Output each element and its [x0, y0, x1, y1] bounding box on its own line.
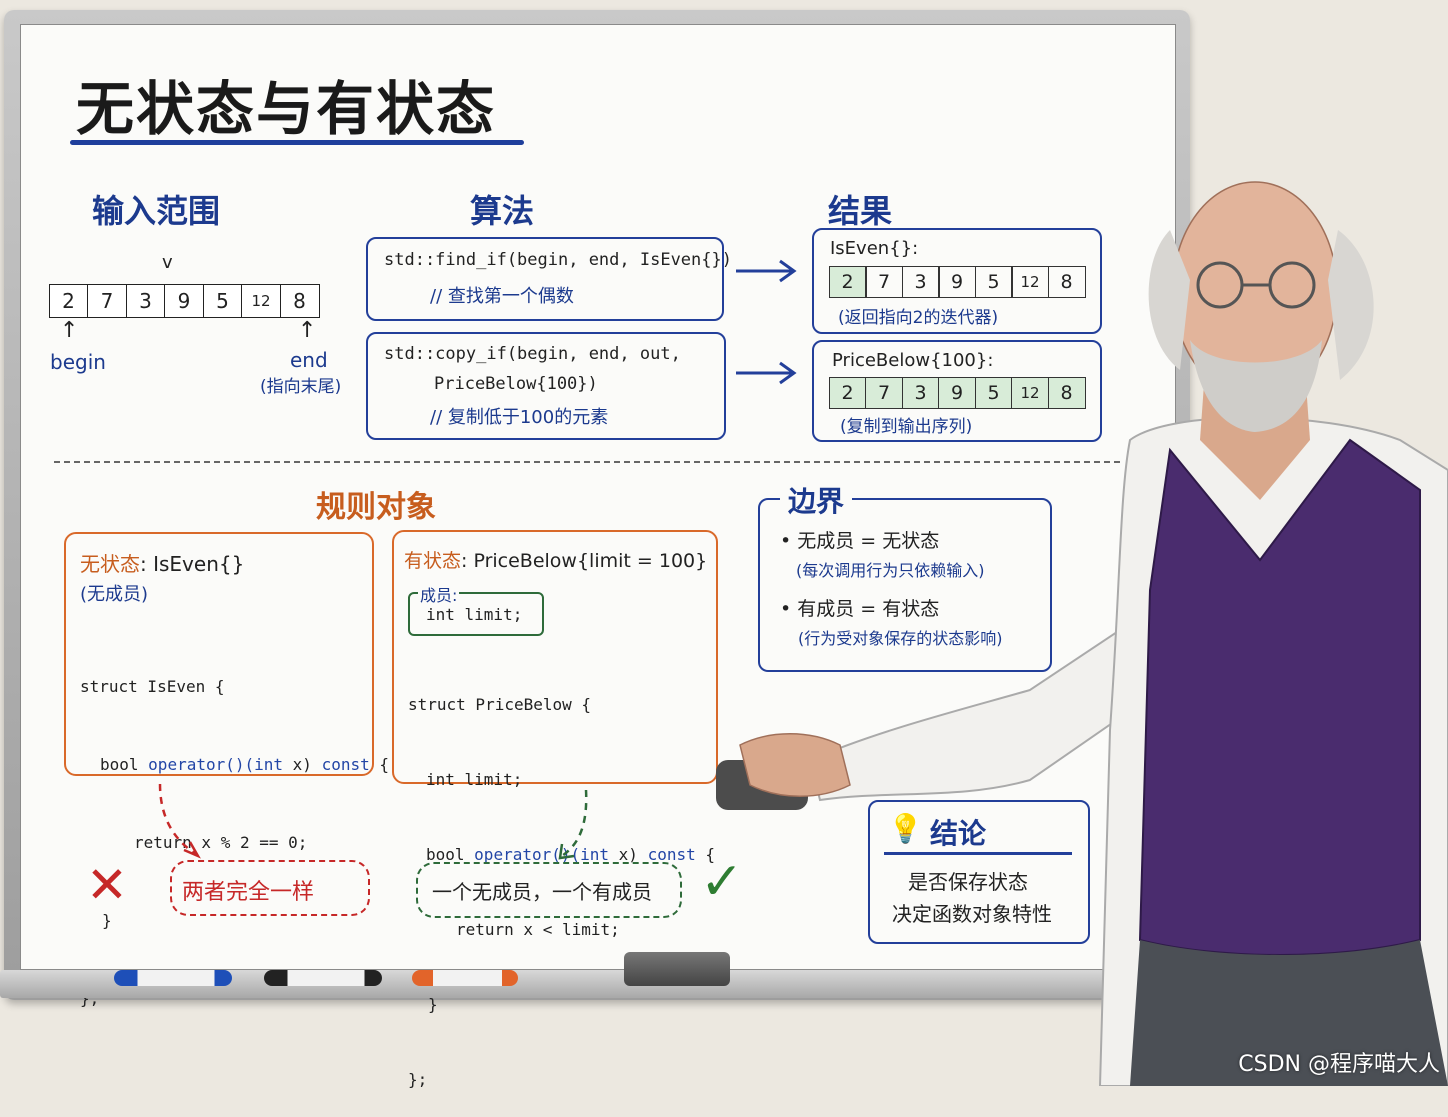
input-cell: 9: [164, 284, 204, 318]
copy-if-comment: // 复制低于100的元素: [430, 407, 609, 428]
teacher-illustration: [716, 181, 1448, 1086]
right-verdict-text: 一个无成员，一个有成员: [432, 880, 652, 904]
page-title: 无状态与有状态: [76, 75, 497, 143]
result-cell: 3: [901, 266, 940, 298]
result-cell: 9: [938, 266, 976, 298]
iseven-result-vector: 2 7 3 9 5 12 8: [828, 266, 1086, 298]
wrong-verdict-box: [170, 860, 370, 916]
code-line: bool operator()(int x) const {: [100, 755, 389, 774]
input-cell: 12: [241, 284, 281, 318]
find-if-comment: // 查找第一个偶数: [430, 286, 574, 307]
stateful-code: struct PriceBelow { int limit; bool oper…: [408, 642, 715, 1117]
end-note: (指向末尾): [260, 377, 342, 397]
stateful-heading: 有状态: PriceBelow{limit = 100}: [404, 546, 707, 573]
find-if-box: [366, 237, 724, 321]
arrow-wrong-down: [158, 784, 201, 859]
code-line: return x % 2 == 0;: [134, 833, 308, 852]
blue-marker[interactable]: [114, 970, 232, 986]
code-line: bool operator()(int x) const {: [426, 845, 715, 864]
member-code: int limit;: [426, 605, 523, 624]
vector-label: v: [162, 252, 173, 273]
code-line: }: [428, 995, 438, 1014]
eraser-on-tray[interactable]: [624, 952, 730, 986]
result-cell: 8: [1047, 266, 1086, 298]
lightbulb-icon: 💡: [888, 812, 923, 845]
iseven-result-label: IsEven{}:: [830, 238, 919, 259]
begin-label: begin: [50, 350, 106, 374]
boundary-item-1: • 无成员 = 无状态: [780, 530, 940, 552]
input-vector: 2 7 3 9 5 12 8: [48, 284, 320, 318]
cross-icon: ✕: [86, 856, 128, 914]
section-rules-heading: 规则对象: [316, 490, 436, 525]
result-cell: 7: [865, 377, 903, 409]
boundary-item-2: • 有成员 = 有状态: [780, 598, 940, 620]
conclusion-line-2: 决定函数对象特性: [892, 902, 1052, 926]
stateful-box: [392, 530, 718, 784]
conclusion-underline: [884, 852, 1072, 855]
stateful-heading-key: 有状态: [404, 550, 462, 572]
begin-arrow-icon: ↑: [60, 318, 79, 343]
stateless-heading-key: 无状态: [80, 552, 140, 576]
pricebelow-result-box: [812, 340, 1102, 442]
iseven-result-box: [812, 228, 1102, 334]
stateful-heading-value: : PriceBelow{limit = 100}: [461, 550, 708, 572]
code-line: struct IsEven {: [80, 677, 225, 696]
boundary-box: [758, 498, 1052, 672]
arrow-to-result-1: [736, 259, 797, 283]
code-line: }: [102, 911, 112, 930]
section-algorithm-heading: 算法: [470, 192, 535, 230]
result-cell: 12: [1011, 266, 1049, 298]
section-input-heading: 输入范围: [92, 192, 221, 230]
title-underline: [70, 140, 524, 145]
result-cell: 12: [1011, 377, 1049, 409]
boundary-item-1-note: (每次调用行为只依赖输入): [796, 561, 985, 580]
code-line: struct PriceBelow {: [408, 695, 592, 714]
stateless-heading: 无状态: IsEven{}: [80, 548, 244, 577]
right-verdict-box: [416, 862, 682, 918]
pricebelow-result-note: (复制到输出序列): [840, 417, 973, 437]
member-label: 成员:: [418, 582, 460, 606]
copy-if-box: [366, 332, 726, 440]
stateless-heading-value: : IsEven{}: [140, 552, 245, 576]
end-label: end: [290, 348, 328, 372]
end-arrow-icon: ↑: [298, 318, 317, 343]
arrow-right-down: [558, 790, 588, 860]
stateless-code: struct IsEven { bool operator()(int x) c…: [80, 622, 389, 1038]
check-icon: ✓: [700, 852, 744, 912]
member-box: [408, 592, 544, 636]
arrow-to-result-2: [736, 361, 797, 385]
result-cell: 2: [828, 266, 867, 298]
input-cell: 7: [87, 284, 127, 318]
input-cell: 2: [48, 284, 89, 318]
input-cell: 5: [202, 284, 243, 318]
stateless-subtitle: (无成员): [80, 584, 149, 605]
input-cell: 3: [125, 284, 166, 318]
code-line: };: [408, 1070, 428, 1089]
conclusion-line-1: 是否保存状态: [908, 870, 1028, 894]
boundary-item-2-note: (行为受对象保存的状态影响): [798, 629, 1003, 648]
copy-if-call-line1: std::copy_if(begin, end, out,: [384, 344, 681, 364]
conclusion-title: 结论: [930, 817, 987, 850]
pricebelow-result-vector: 2 7 3 9 5 12 8: [828, 377, 1086, 409]
iseven-result-note: (返回指向2的迭代器): [838, 308, 999, 328]
code-line: int limit;: [426, 770, 523, 789]
stateless-box: [64, 532, 374, 776]
find-if-call: std::find_if(begin, end, IsEven{}): [384, 250, 732, 270]
watermark: CSDN @程序喵大人: [1238, 1052, 1440, 1077]
input-cell: 8: [279, 284, 320, 318]
black-marker[interactable]: [264, 970, 382, 986]
result-cell: 5: [974, 266, 1013, 298]
conclusion-box: [868, 800, 1090, 944]
section-boundary-heading: 边界: [780, 480, 853, 520]
code-line: return x < limit;: [456, 920, 620, 939]
result-cell: 7: [865, 266, 903, 298]
pricebelow-result-label: PriceBelow{100}:: [832, 350, 994, 371]
copy-if-call-line2: PriceBelow{100}): [434, 374, 598, 394]
orange-marker[interactable]: [412, 970, 518, 986]
section-divider: [54, 461, 1120, 463]
wrong-verdict-text: 两者完全一样: [182, 880, 315, 905]
result-cell: 5: [974, 377, 1013, 409]
section-result-heading: 结果: [828, 192, 893, 230]
result-cell: 8: [1047, 377, 1086, 409]
